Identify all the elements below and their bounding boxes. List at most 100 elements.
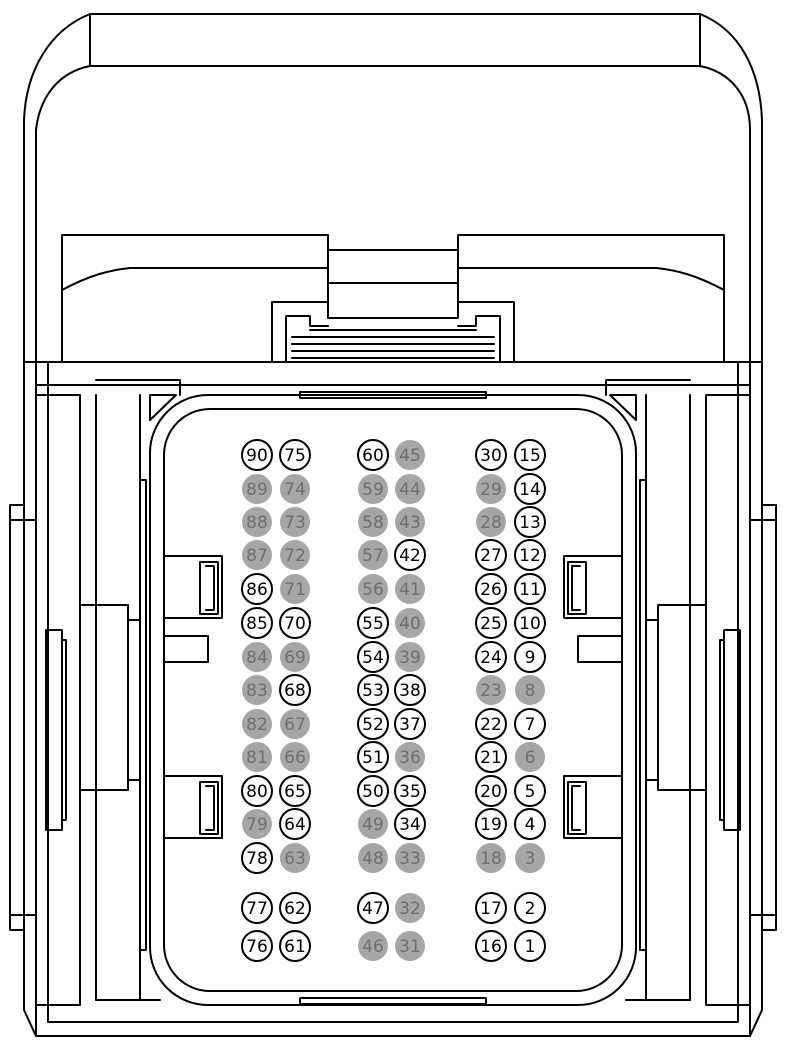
pin-23: 23 — [476, 675, 506, 705]
pin-label: 39 — [399, 648, 421, 668]
pin-label: 90 — [246, 446, 268, 466]
connector-inner-frame — [95, 379, 691, 1005]
pin-circle — [358, 507, 388, 537]
pin-circle — [394, 674, 426, 706]
pin-label: 28 — [480, 513, 502, 533]
pin-71: 71 — [280, 574, 310, 604]
pin-label: 20 — [480, 782, 502, 802]
pin-47: 47 — [357, 892, 389, 924]
pin-label: 54 — [362, 648, 384, 668]
pin-label: 7 — [525, 715, 536, 735]
pin-circle — [242, 474, 272, 504]
pin-39: 39 — [395, 642, 425, 672]
pin-circle — [357, 892, 389, 924]
pin-label: 43 — [399, 513, 421, 533]
pin-label: 19 — [480, 815, 502, 835]
pin-label: 64 — [284, 815, 306, 835]
pin-label: 42 — [399, 546, 421, 566]
pin-circle — [358, 474, 388, 504]
connector-left-side — [9, 394, 161, 1006]
pin-circle — [280, 574, 310, 604]
pin-label: 59 — [362, 480, 384, 500]
pin-circle — [514, 573, 546, 605]
pin-79: 79 — [242, 809, 272, 839]
pin-27: 27 — [475, 539, 507, 571]
pin-label: 9 — [525, 648, 536, 668]
pin-circle — [395, 440, 425, 470]
pin-circle — [475, 641, 507, 673]
pin-circle — [395, 608, 425, 638]
pin-circle — [242, 507, 272, 537]
pin-label: 56 — [362, 580, 384, 600]
pin-label: 51 — [362, 748, 384, 768]
pin-70: 70 — [279, 607, 311, 639]
pin-34: 34 — [394, 808, 426, 840]
pin-9: 9 — [514, 641, 546, 673]
pin-label: 34 — [399, 815, 421, 835]
pin-21: 21 — [475, 741, 507, 773]
pin-label: 52 — [362, 715, 384, 735]
pin-label: 78 — [246, 849, 268, 869]
pin-36: 36 — [395, 742, 425, 772]
pin-45: 45 — [395, 440, 425, 470]
pin-circle — [357, 607, 389, 639]
pin-label: 29 — [480, 480, 502, 500]
pin-label: 36 — [399, 748, 421, 768]
pin-label: 12 — [519, 546, 541, 566]
pin-label: 68 — [284, 681, 306, 701]
pin-label: 22 — [480, 715, 502, 735]
pin-label: 15 — [519, 446, 541, 466]
pin-44: 44 — [395, 474, 425, 504]
pin-76: 76 — [241, 930, 273, 962]
pin-3: 3 — [515, 843, 545, 873]
pin-circle — [241, 607, 273, 639]
pin-label: 60 — [362, 446, 384, 466]
pin-circle — [475, 607, 507, 639]
pin-label: 40 — [399, 614, 421, 634]
pin-label: 63 — [284, 849, 306, 869]
pin-label: 69 — [284, 648, 306, 668]
pin-17: 17 — [475, 892, 507, 924]
pin-58: 58 — [358, 507, 388, 537]
pin-61: 61 — [279, 930, 311, 962]
pin-label: 71 — [284, 580, 306, 600]
pin-19: 19 — [475, 808, 507, 840]
pin-circle — [357, 708, 389, 740]
pin-circle — [515, 675, 545, 705]
pin-circle — [475, 708, 507, 740]
pin-circle — [514, 473, 546, 505]
pin-18: 18 — [476, 843, 506, 873]
pin-circle — [515, 843, 545, 873]
pin-label: 25 — [480, 614, 502, 634]
pin-label: 75 — [284, 446, 306, 466]
pin-16: 16 — [475, 930, 507, 962]
pin-label: 23 — [480, 681, 502, 701]
pin-circle — [395, 574, 425, 604]
pin-circle — [241, 573, 273, 605]
pin-49: 49 — [358, 809, 388, 839]
pin-circle — [475, 775, 507, 807]
pin-label: 84 — [246, 648, 268, 668]
pin-13: 13 — [514, 506, 546, 538]
pin-56: 56 — [358, 574, 388, 604]
pin-26: 26 — [475, 573, 507, 605]
pin-label: 88 — [246, 513, 268, 533]
pin-35: 35 — [394, 775, 426, 807]
pin-circle — [475, 439, 507, 471]
pin-circle — [475, 892, 507, 924]
pin-circle — [395, 474, 425, 504]
connector-left-keys — [163, 555, 223, 839]
pin-label: 31 — [399, 937, 421, 957]
pin-51: 51 — [357, 741, 389, 773]
pin-circle — [358, 809, 388, 839]
pin-circle — [514, 439, 546, 471]
pin-8: 8 — [515, 675, 545, 705]
pin-label: 16 — [480, 937, 502, 957]
pin-circle — [514, 808, 546, 840]
pin-circle — [394, 775, 426, 807]
pin-circle — [358, 574, 388, 604]
pin-59: 59 — [358, 474, 388, 504]
pin-label: 48 — [362, 849, 384, 869]
pin-label: 44 — [399, 480, 421, 500]
